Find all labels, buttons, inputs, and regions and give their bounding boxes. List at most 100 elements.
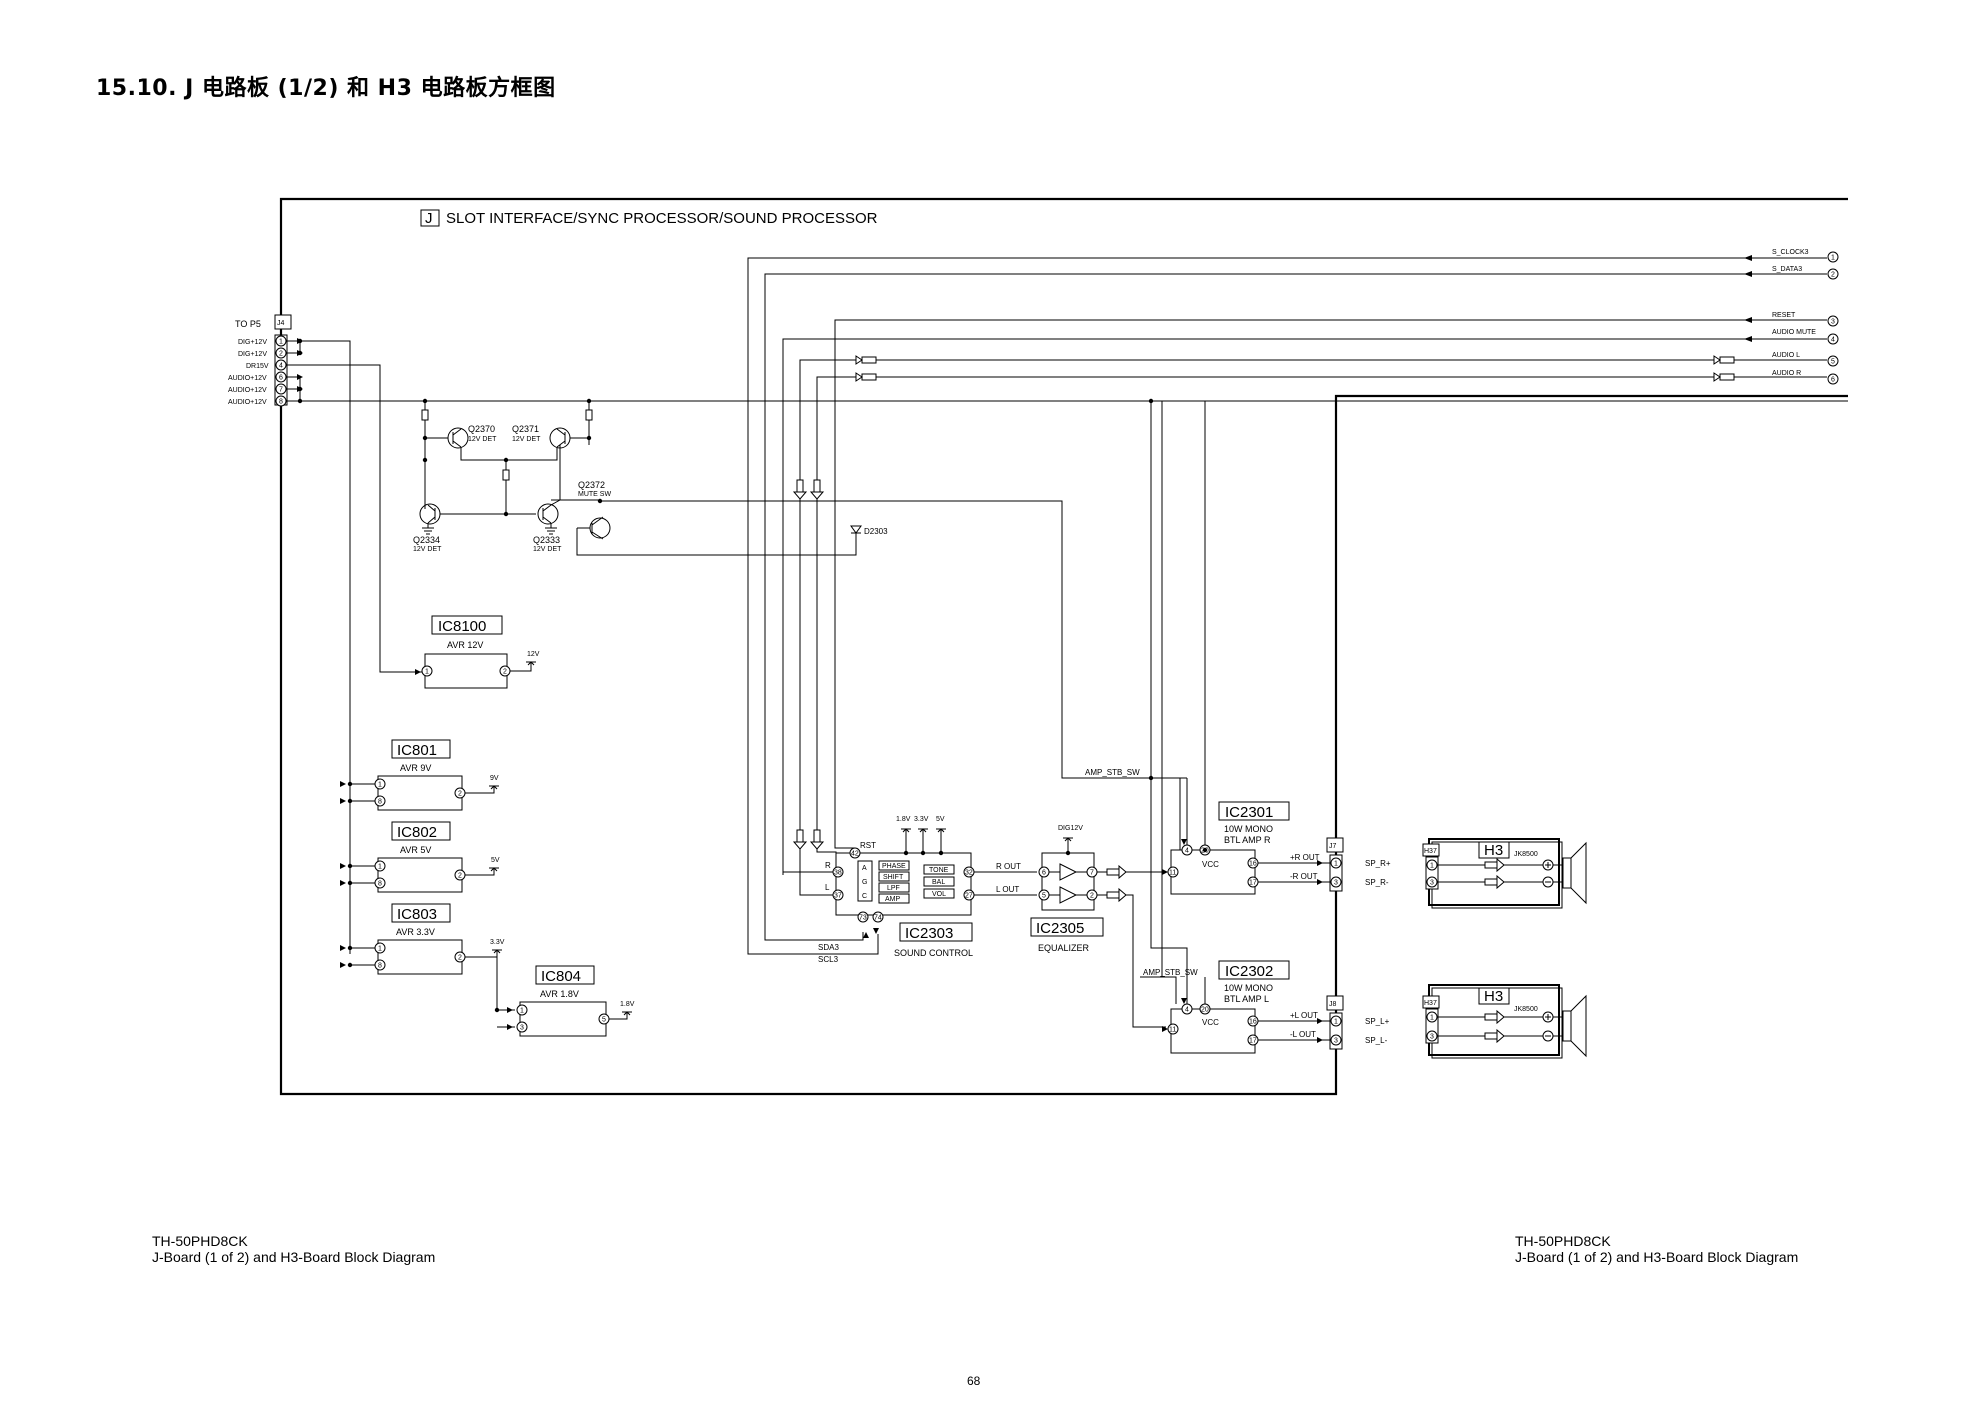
q2333-label: Q2333	[533, 535, 560, 545]
right-signal-wiring	[747, 257, 1827, 955]
sp-r-plus: SP_R+	[1365, 859, 1391, 868]
ic2302-vcc: VCC	[1202, 1018, 1219, 1027]
footer-left: TH-50PHD8CK J-Board (1 of 2) and H3-Boar…	[152, 1233, 435, 1265]
ic2303-vol: VOL	[932, 891, 946, 898]
signal-arrows	[792, 255, 1752, 850]
sp-l-plus: SP_L+	[1365, 1017, 1390, 1026]
ic2302-pin-17: 17	[1249, 1038, 1257, 1045]
ic804-name: IC804	[541, 968, 581, 985]
ic802-label: AVR 5V	[400, 845, 431, 855]
ic2303-supply-5: 5V	[936, 816, 945, 823]
ic2303-pin-scl: 74	[874, 915, 882, 922]
ic2303: RST 42 R L 38 37 A G C PHASE SHIFT LPF A…	[782, 816, 1021, 964]
sig-audio-mute: AUDIO MUTE	[1772, 329, 1816, 336]
d2303-label: D2303	[864, 527, 888, 536]
ic2303-bal: BAL	[932, 879, 945, 886]
h3-r-pin-3: 3	[1430, 880, 1434, 887]
ic2302-pin-16: 16	[1249, 1019, 1257, 1026]
footer-right: TH-50PHD8CK J-Board (1 of 2) and H3-Boar…	[1515, 1233, 1798, 1265]
ic2302-body	[1170, 1008, 1256, 1054]
ic2303-supply-33: 3.3V	[914, 816, 929, 823]
rpin-5: 5	[1831, 359, 1835, 366]
j7-pin-1: 1	[1334, 861, 1338, 868]
ic2305-name: IC2305	[1036, 920, 1084, 937]
ic803: IC803 AVR 3.3V 1 8 2 3.3V	[350, 903, 515, 1028]
q2334-sub: 12V DET	[413, 546, 442, 553]
j4-pin-8: 8	[279, 399, 283, 406]
j4-header-box	[274, 314, 292, 330]
q2370-sub: 12V DET	[468, 436, 497, 443]
ic2303-scl: SCL3	[818, 955, 839, 964]
h3-l-jack: JK8500	[1514, 1006, 1538, 1013]
ic8100-name: IC8100	[438, 618, 486, 635]
j4-pin-1-label: DIG+12V	[238, 339, 267, 346]
speaker-r-icon	[1562, 857, 1572, 889]
ic801-out: 9V	[490, 775, 499, 782]
page-number: 68	[967, 1374, 981, 1388]
ic2303-pin-rst: 42	[851, 851, 859, 858]
j4-pin-1: 1	[279, 339, 283, 346]
h3-r-name: H3	[1484, 842, 1503, 859]
j8-name: J8	[1329, 1001, 1337, 1008]
ic2302-pin-4: 4	[1185, 1007, 1189, 1014]
ic2303-lout-label: L OUT	[996, 885, 1019, 894]
ic802-out: 5V	[491, 857, 500, 864]
j7-name: J7	[1329, 843, 1337, 850]
q2372-symbol	[589, 517, 611, 539]
rpin-2: 2	[1831, 272, 1835, 279]
ic801-pin-2: 2	[458, 791, 462, 798]
ic2301-pin-16: 16	[1249, 861, 1257, 868]
board-letter: J	[425, 210, 433, 227]
ic804-pin-5: 5	[602, 1017, 606, 1024]
ic2301-line2: BTL AMP R	[1224, 835, 1271, 845]
ic2302-pin-11: 11	[1169, 1027, 1176, 1034]
ic2302-stb: AMP_STB_SW	[1143, 968, 1198, 977]
ic804-out: 1.8V	[620, 1001, 635, 1008]
ic801-label: AVR 9V	[400, 763, 431, 773]
ic2303-phase: PHASE	[882, 863, 906, 870]
connector-j7: J7 1 3 SP_R+ SP_R-	[1326, 837, 1391, 892]
j4-pins: 1 2 4 6 7 8	[275, 335, 287, 407]
h3-r-pin-1: 1	[1430, 863, 1434, 870]
j8-pin-1: 1	[1334, 1019, 1338, 1026]
ic2305-supply: DIG12V	[1058, 825, 1083, 832]
h3-l-name: H3	[1484, 988, 1503, 1005]
j7-pin-3: 3	[1334, 880, 1338, 887]
ic2301-pin-4: 4	[1185, 848, 1189, 855]
board-letter-box	[420, 209, 440, 227]
footer-left-model: TH-50PHD8CK	[152, 1233, 248, 1249]
sp-r-minus: SP_R-	[1365, 878, 1389, 887]
ic2303-lpf: LPF	[887, 885, 900, 892]
ic2303-sel-c: C	[862, 893, 867, 900]
ic803-label: AVR 3.3V	[396, 927, 435, 937]
rpin-1: 1	[1831, 255, 1835, 262]
page-title: 15.10. J 电路板 (1/2) 和 H3 电路板方框图	[96, 76, 556, 101]
ic803-name: IC803	[397, 906, 437, 923]
ic2305-label: EQUALIZER	[1038, 943, 1090, 953]
input-arrowheads	[297, 338, 1323, 1043]
h3-l-connector: H37	[1424, 1000, 1437, 1007]
ic802: IC802 AVR 5V 1 8 2 5V	[350, 821, 500, 893]
j4-name: J4	[277, 320, 285, 327]
ic2303-l: L	[825, 883, 830, 892]
ic804-pin-3: 3	[520, 1025, 524, 1032]
ic2302-pin-20: 20	[1201, 1007, 1209, 1014]
ic804-pin-1: 1	[520, 1008, 524, 1015]
q2371-label: Q2371	[512, 424, 539, 434]
ic8100-pin-1: 1	[425, 669, 429, 676]
rpin-6: 6	[1831, 377, 1835, 384]
j8-pin-3: 3	[1334, 1038, 1338, 1045]
ic804: IC804 AVR 1.8V 1 3 5 1.8V	[516, 965, 635, 1037]
ic2305-body	[1041, 852, 1095, 911]
ic2302-minus-out: -L OUT	[1290, 1030, 1316, 1039]
ic2301-body	[1170, 849, 1256, 895]
rpin-3: 3	[1831, 319, 1835, 326]
d2303-symbol	[850, 525, 862, 534]
j4-pin-2: 2	[279, 351, 283, 358]
ic803-out: 3.3V	[490, 939, 505, 946]
ic803-pin-2: 2	[458, 955, 462, 962]
ic2305-pin-5: 5	[1042, 893, 1046, 900]
ic8100-out: 12V	[527, 651, 540, 658]
j4-pin-6-label: AUDIO+12V	[228, 375, 267, 382]
ic2303-pin-lout: 27	[965, 893, 973, 900]
